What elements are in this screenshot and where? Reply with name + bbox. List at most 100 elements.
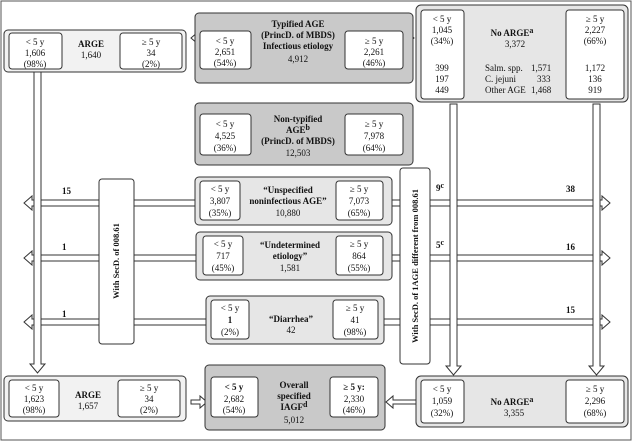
- overall-gt-label: ≥ 5 y:: [343, 382, 364, 392]
- diarrhea-gt-count: 41: [351, 315, 360, 325]
- diarrhea-box: < 5 y 1 (2%) “Diarrhea” 42 ≥ 5 y 41 (98%…: [205, 295, 385, 345]
- arge-bottom-gt-pct: (2%): [140, 405, 158, 415]
- overall-iagf-label: IAGFd: [281, 400, 309, 412]
- non-typified-gt-count: 7,978: [364, 131, 385, 141]
- arge-top-lt-count: 1,606: [25, 48, 46, 58]
- arge-top-total: 1,640: [81, 50, 102, 60]
- arge-top-lt-pct: (98%): [24, 59, 47, 69]
- overall-total: 5,012: [284, 415, 304, 425]
- undetermined-subtitle: etiology”: [273, 251, 308, 261]
- non-typified-gt-pct: (64%): [363, 143, 386, 153]
- non-typified-title: Non-typified: [274, 114, 323, 124]
- arrow-arge-top-to-bottom: [28, 69, 47, 374]
- overall-gt-count: 2,330: [344, 394, 365, 404]
- right-side-label-box: With SecD. of 1AGE different from 008.61: [399, 167, 431, 365]
- row-other-name: Other AGE: [485, 85, 526, 95]
- diarrhea-title: “Diarrhea”: [269, 314, 313, 324]
- unspecified-lt-count: 3,807: [210, 196, 231, 206]
- overall-lt-pct: (54%): [223, 405, 246, 415]
- row-cjejuni-lt: 197: [435, 74, 449, 84]
- arge-bottom-title: ARGE: [75, 390, 101, 400]
- no-arge-bottom-lt-label: < 5 y: [433, 384, 452, 394]
- row-salm-lt: 399: [435, 63, 449, 73]
- no-arge-bottom-total: 3,355: [504, 408, 525, 418]
- arge-bottom-lt-label: < 5 y: [25, 383, 44, 393]
- right-side-label: With SecD. of 1AGE different from 008.61: [410, 189, 420, 343]
- diarrhea-lt-label: < 5 y: [221, 303, 240, 313]
- unspecified-total: 10,880: [276, 208, 301, 218]
- typified-subtitle: (PrincD. of MBDS): [261, 30, 335, 40]
- row-cjejuni-name: C. jejuni: [485, 74, 516, 84]
- diarrhea-lt-count: 1: [228, 315, 233, 325]
- arge-bottom-gt-count: 34: [145, 394, 155, 404]
- count-left-undetermined: 1: [62, 242, 67, 252]
- arrow-no-arge-gt-down: [587, 103, 606, 376]
- undetermined-lt-label: < 5 y: [214, 239, 233, 249]
- count-left-unspecified: 15: [62, 186, 72, 196]
- arge-bottom-lt-pct: (98%): [23, 405, 46, 415]
- left-side-label-box: With SecD. of 008.61: [98, 178, 135, 345]
- unspecified-title: “Unspecified: [263, 185, 313, 195]
- undetermined-total: 1,581: [280, 263, 300, 273]
- row-other-lt: 449: [435, 85, 449, 95]
- non-typified-gt-label: ≥ 5 y: [365, 119, 384, 129]
- overall-box: < 5 y 2,682 (54%) Overall specified IAGF…: [204, 364, 386, 431]
- unspecified-gt-label: ≥ 5 y: [350, 184, 369, 194]
- count-left-diarrhea: 1: [62, 309, 67, 319]
- no-arge-top-lt-count: 1,045: [432, 25, 453, 35]
- typified-etiology: Infectious etiology: [263, 41, 334, 51]
- non-typified-age-box: < 5 y 4,525 (36%) Non-typified AGEb (Pri…: [194, 102, 414, 166]
- arge-top-gt-label: ≥ 5 y: [142, 37, 161, 47]
- unspecified-gt-count: 7,073: [349, 196, 370, 206]
- non-typified-lt-pct: (36%): [214, 143, 237, 153]
- no-arge-bottom-gt-pct: (68%): [584, 408, 607, 418]
- no-arge-top-lt-label: < 5 y: [433, 14, 452, 24]
- row-cjejuni-total: 333: [537, 74, 551, 84]
- arge-bottom-box: < 5 y 1,623 (98%) ARGE 1,657 ≥ 5 y 34 (2…: [3, 375, 187, 422]
- arge-bottom-lt-count: 1,623: [24, 394, 45, 404]
- no-arge-top-box: < 5 y 1,045 (34%) No ARGEa 3,372 ≥ 5 y 2…: [415, 4, 629, 103]
- no-arge-top-gt-pct: (66%): [584, 36, 607, 46]
- arge-top-gt-pct: (2%): [142, 59, 160, 69]
- unspecified-lt-label: < 5 y: [211, 184, 230, 194]
- non-typified-age-label: AGEb: [286, 123, 311, 135]
- undetermined-lt-count: 717: [216, 251, 230, 261]
- row-salm-name: Salm. spp.: [485, 63, 523, 73]
- undetermined-box: < 5 y 717 (45%) “Undetermined etiology” …: [195, 231, 393, 281]
- non-typified-lt-label: < 5 y: [216, 119, 235, 129]
- arge-top-lt-label: < 5 y: [26, 37, 45, 47]
- no-arge-top-lt-pct: (34%): [431, 36, 454, 46]
- unspecified-box: < 5 y 3,807 (35%) “Unspecified noninfect…: [194, 176, 393, 226]
- no-arge-bottom-box: < 5 y 1,059 (32%) No ARGEa 3,355 ≥ 5 y 2…: [415, 375, 629, 428]
- count-mid-unspecified: 9c: [436, 181, 445, 193]
- unspecified-gt-pct: (65%): [348, 208, 371, 218]
- typified-lt-count: 2,651: [215, 47, 235, 57]
- count-mid-undetermined: 5c: [436, 238, 445, 250]
- unspecified-lt-pct: (35%): [209, 208, 232, 218]
- non-typified-total: 12,503: [286, 148, 311, 158]
- typified-lt-pct: (54%): [214, 58, 237, 68]
- no-arge-bottom-title: No ARGEa: [491, 395, 534, 407]
- overall-subtitle: specified: [277, 391, 311, 401]
- no-arge-bottom-lt-count: 1,059: [432, 396, 453, 406]
- vertical-arrows: [28, 69, 606, 376]
- typified-lt-label: < 5 y: [216, 36, 235, 46]
- count-right-diarrhea: 15: [566, 305, 576, 315]
- no-arge-top-total: 3,372: [505, 39, 525, 49]
- non-typified-lt-count: 4,525: [215, 131, 236, 141]
- typified-gt-count: 2,261: [364, 47, 384, 57]
- undetermined-gt-count: 864: [352, 251, 366, 261]
- arrow-arge-bottom-to-overall: [190, 394, 208, 410]
- typified-gt-pct: (46%): [363, 58, 386, 68]
- arge-top-box: < 5 y 1,606 (98%) ARGE 1,640 ≥ 5 y 34 (2…: [3, 29, 187, 73]
- typified-gt-label: ≥ 5 y: [365, 36, 384, 46]
- row-other-gt: 919: [588, 85, 602, 95]
- undetermined-title: “Undetermined: [260, 240, 320, 250]
- overall-gt-pct: (46%): [343, 405, 366, 415]
- diarrhea-gt-label: ≥ 5 y: [346, 303, 365, 313]
- arrow-count-labels: 15 1 1 9c 5c 38 16 15: [62, 181, 576, 319]
- no-arge-top-gt-count: 2,227: [585, 25, 606, 35]
